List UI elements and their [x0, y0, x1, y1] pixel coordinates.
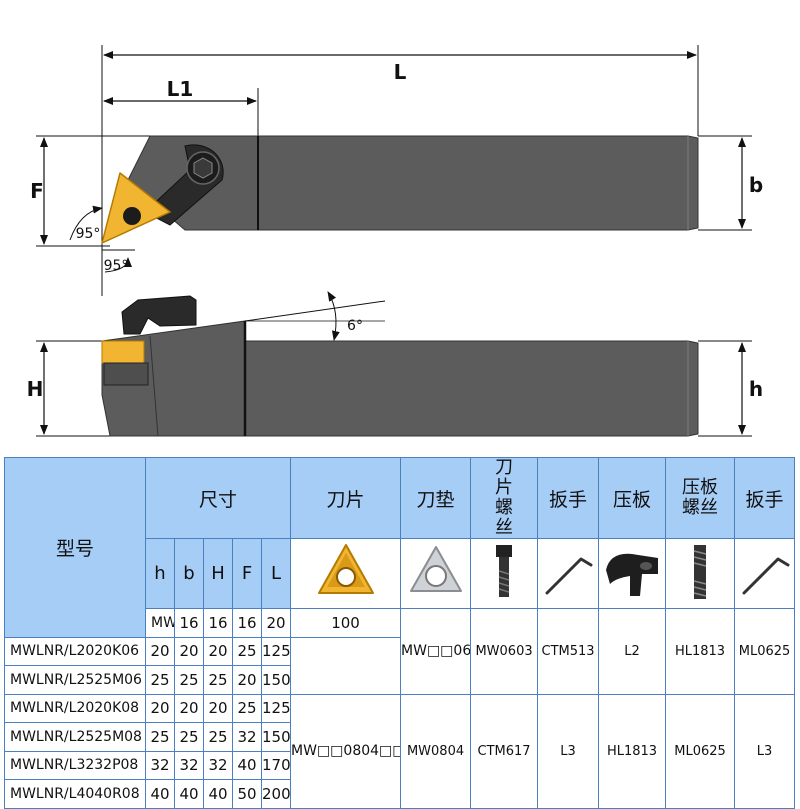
- F-cell: 20: [232, 665, 262, 695]
- side-view: H h 6°: [27, 291, 763, 437]
- header-insert: 刀片: [290, 457, 402, 539]
- insert-code-cell: MW□□0603□□: [400, 608, 472, 695]
- label-angle-1: 95°: [76, 226, 101, 242]
- label-angle-rake: 6°: [347, 318, 363, 334]
- h-cell: 25: [145, 722, 175, 752]
- header-wrench-2: 扳手: [734, 457, 796, 539]
- wrench1-code-cell: L2: [598, 608, 667, 695]
- F-cell: 40: [232, 750, 262, 780]
- header-clamp: 压板: [598, 457, 667, 539]
- model-cell: MWLNR/L2525M08: [4, 722, 146, 752]
- h-cell: 20: [145, 636, 175, 666]
- model-cell: MWLNR/L2020K06: [4, 636, 146, 666]
- label-b: b: [749, 173, 763, 197]
- top-view: L L1 F b 95° 95°: [30, 45, 763, 296]
- model-cell: MWLNR/L1616H06: [145, 608, 175, 638]
- header-wrench-1: 扳手: [537, 457, 600, 539]
- L-cell: 200: [260, 779, 292, 809]
- header-clamp-screw: 压板螺丝: [665, 457, 736, 539]
- model-cell: MWLNR/L2525M06: [4, 665, 146, 695]
- label-H: H: [27, 377, 44, 401]
- L-cell: 125: [260, 636, 292, 666]
- clamp-code-cell: HL1813: [665, 608, 736, 695]
- F-cell: 25: [232, 636, 262, 666]
- b-cell: 32: [174, 750, 204, 780]
- H-cell: 32: [203, 750, 233, 780]
- F-cell: 25: [232, 693, 262, 723]
- wrench-icon: [734, 538, 796, 609]
- h-cell: 20: [145, 693, 175, 723]
- insert-icon: [290, 538, 402, 609]
- b-cell: 25: [174, 722, 204, 752]
- wrench2-code-cell: L3: [734, 693, 796, 809]
- label-F: F: [30, 179, 44, 203]
- clamp-screw-code-cell: ML0625: [734, 608, 796, 695]
- shim-code-cell: MW0603: [470, 608, 539, 695]
- dim-col-b: b: [174, 538, 204, 609]
- L-cell: 170: [260, 750, 292, 780]
- clamp-screw-code-cell: ML0625: [665, 693, 736, 809]
- label-h: h: [749, 377, 763, 401]
- dim-col-F: F: [232, 538, 262, 609]
- spec-table: 型号 尺寸 刀片 刀垫 刀片螺丝 扳手 压板 压板螺丝 扳手 h b H F L: [4, 457, 796, 809]
- dim-col-h: h: [145, 538, 175, 609]
- h-cell: 40: [145, 779, 175, 809]
- h-cell: 32: [145, 750, 175, 780]
- tool-holder-drawing: L L1 F b 95° 95° H h 6°: [27, 45, 763, 437]
- F-cell: 50: [232, 779, 262, 809]
- insert-screw-code-cell: CTM617: [470, 693, 539, 809]
- shim-code-cell: MW0804: [400, 693, 472, 809]
- table-row: MWLNR/L2020K08 20 20 20 25 125 MW□□0804□…: [4, 693, 796, 809]
- header-model: 型号: [4, 457, 146, 638]
- header-insert-screw: 刀片螺丝: [470, 457, 539, 539]
- H-cell: 20: [203, 693, 233, 723]
- header-shim: 刀垫: [400, 457, 472, 539]
- table-row: MWLNR/L2525M06 25 25 25 20 150: [4, 665, 795, 695]
- b-cell: 40: [174, 779, 204, 809]
- F-cell: 20: [260, 608, 292, 638]
- b-cell: 25: [174, 665, 204, 695]
- insert-side: [101, 340, 145, 364]
- table-row: MWLNR/L3232P08 32 32 32 40 170: [4, 750, 795, 780]
- L-cell: 150: [260, 722, 292, 752]
- L-cell: 100: [290, 608, 402, 638]
- insert-code-cell: MW□□0804□□: [290, 693, 402, 809]
- header-dimensions: 尺寸: [144, 457, 292, 539]
- h-cell: 16: [174, 608, 204, 638]
- H-cell: 20: [203, 636, 233, 666]
- model-cell: MWLNR/L4040R08: [4, 779, 146, 809]
- H-cell: 25: [203, 722, 233, 752]
- H-cell: 40: [203, 779, 233, 809]
- table-row: MWLNR/L1616H06 16 16 16 20 100 MW□□0603□…: [5, 608, 796, 695]
- dim-col-L: L: [260, 538, 292, 609]
- wrench-icon: [537, 538, 600, 609]
- clamp-screw-icon: [665, 538, 736, 609]
- label-angle-2: 95°: [104, 258, 129, 274]
- clamp-icon: [598, 538, 667, 609]
- dim-col-H: H: [203, 538, 233, 609]
- model-cell: MWLNR/L2020K08: [4, 693, 146, 723]
- b-cell: 16: [203, 608, 233, 638]
- b-cell: 20: [174, 693, 204, 723]
- insert-screw-code-cell: CTM513: [537, 608, 600, 695]
- clamp-code-cell: HL1813: [598, 693, 667, 809]
- clamp-side: [121, 295, 197, 335]
- shim-icon: [400, 538, 472, 609]
- wrench1-code-cell: L3: [537, 693, 600, 809]
- H-cell: 25: [203, 665, 233, 695]
- L-cell: 150: [260, 665, 292, 695]
- L-cell: 125: [260, 693, 292, 723]
- model-cell: MWLNR/L3232P08: [4, 750, 146, 780]
- label-L: L: [394, 60, 407, 84]
- holder-body-side: [101, 320, 699, 437]
- h-cell: 25: [145, 665, 175, 695]
- shim-side: [103, 362, 149, 386]
- label-L1: L1: [167, 77, 194, 101]
- F-cell: 32: [232, 722, 262, 752]
- insert-screw-icon: [470, 538, 539, 609]
- H-cell: 16: [232, 608, 262, 638]
- b-cell: 20: [174, 636, 204, 666]
